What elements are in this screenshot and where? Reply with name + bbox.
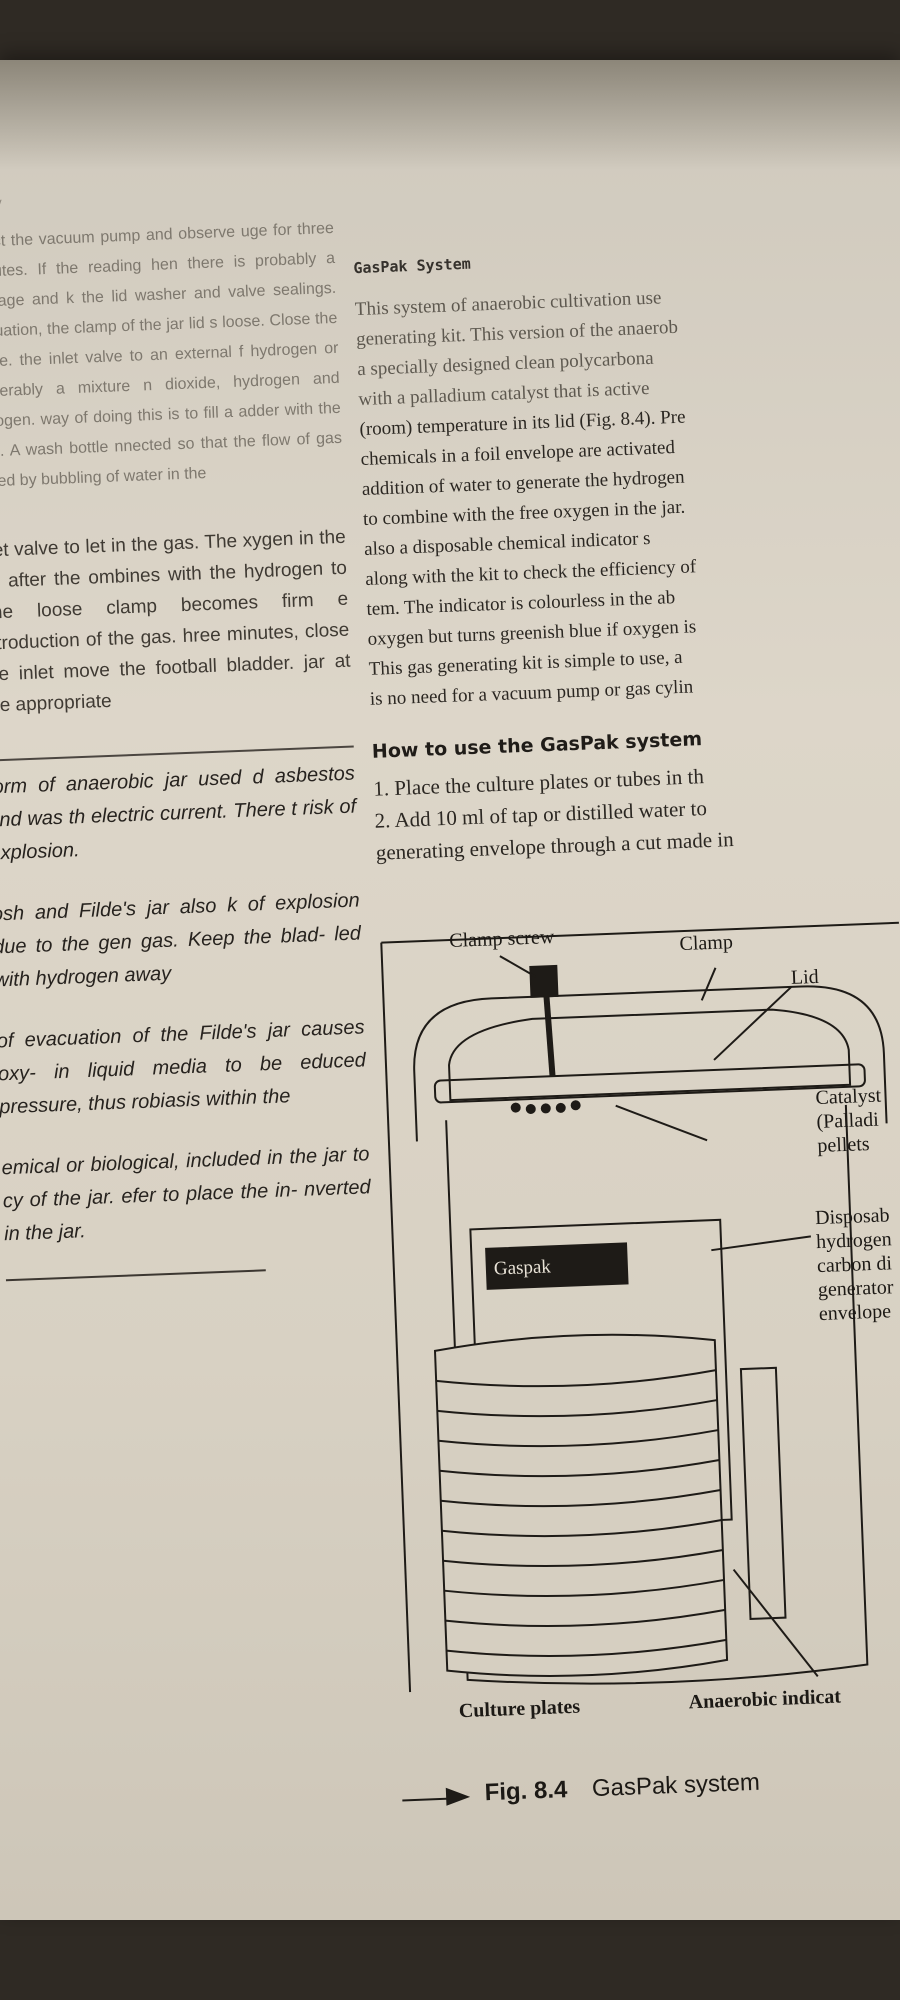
note-box: form of anaerobic jar used d asbestos an… [0,758,373,1252]
left-paragraph-1: nnect the vacuum pump and observe uge fo… [0,219,343,491]
caption-arrow-icon [402,1787,471,1806]
clamp-bar [413,985,888,1142]
note-end-rule [5,1269,266,1282]
label-catalyst-line1: Catalyst [815,1084,882,1110]
leader-lid [713,986,792,1061]
label-culture-plates: Culture plates [458,1695,581,1723]
leader-clamp-screw [499,955,537,978]
label-generator-line1: Disposab [814,1204,891,1230]
label-catalyst-line3: pellets [816,1133,871,1158]
note-1: form of anaerobic jar used d asbestos an… [0,762,357,865]
label-lid: Lid [790,965,820,989]
lid-rim [433,1063,866,1104]
section-title: GasPak System [353,254,472,278]
label-catalyst-line2: (Palladi [816,1108,880,1134]
howto-steps: 1. Place the culture plates or tubes in … [373,753,896,869]
note-2: osh and Filde's jar also k of explosion … [0,889,362,992]
culture-plate-stack [433,1333,729,1677]
clamp-screw-head [529,964,559,998]
gaspak-diagram [380,921,899,1693]
figure-frame-left [380,942,412,1693]
figure-frame-top [381,921,899,944]
jar-body [445,1104,869,1685]
label-generator-line3: carbon di [816,1252,893,1278]
running-head: ology [0,195,2,211]
leader-indicator [732,1568,819,1678]
caption-number: Fig. 8.4 [484,1776,568,1807]
book-page: ology nnect the vacuum pump and observe … [0,60,900,1920]
left-column: nnect the vacuum pump and observe uge fo… [0,214,374,1282]
label-generator: Disposab hydrogen carbon di generator en… [815,1203,895,1326]
clamp-screw-shaft [543,996,556,1077]
page-shadow [0,60,900,170]
note-3: of evacuation of the Filde's jar causes … [0,1016,367,1119]
right-column: GasPak System This system of anaerobic c… [353,233,896,869]
label-generator-line5: envelope [818,1300,892,1326]
gaspak-label-box [485,1242,629,1290]
label-catalyst: Catalyst (Palladi pellets [815,1084,883,1158]
caption-text: GasPak system [591,1768,761,1803]
label-gaspak: Gaspak [493,1256,552,1280]
catalyst-pellets [510,1100,581,1115]
note-4: emical or biological, included in the ja… [1,1143,372,1246]
page-content: ology nnect the vacuum pump and observe … [0,43,900,1936]
label-clamp-screw: Clamp screw [448,925,555,953]
leader-clamp [700,967,717,1001]
figure-caption: Fig. 8.4 GasPak system [402,1762,900,1811]
leader-catalyst [615,1104,708,1142]
leader-gaspak [711,1235,812,1252]
gaspak-figure: Clamp screw Clamp Lid Catalyst (Palladi … [369,912,900,1806]
label-generator-line2: hydrogen [815,1228,893,1254]
label-generator-line4: generator [817,1276,894,1302]
label-clamp: Clamp [679,931,734,956]
indicator-strip [739,1366,787,1620]
section-body: This system of anaerobic cultivation use… [354,275,890,715]
lid-shape [448,1008,852,1102]
left-paragraph-2: nlet valve to let in the gas. The xygen … [0,526,351,717]
